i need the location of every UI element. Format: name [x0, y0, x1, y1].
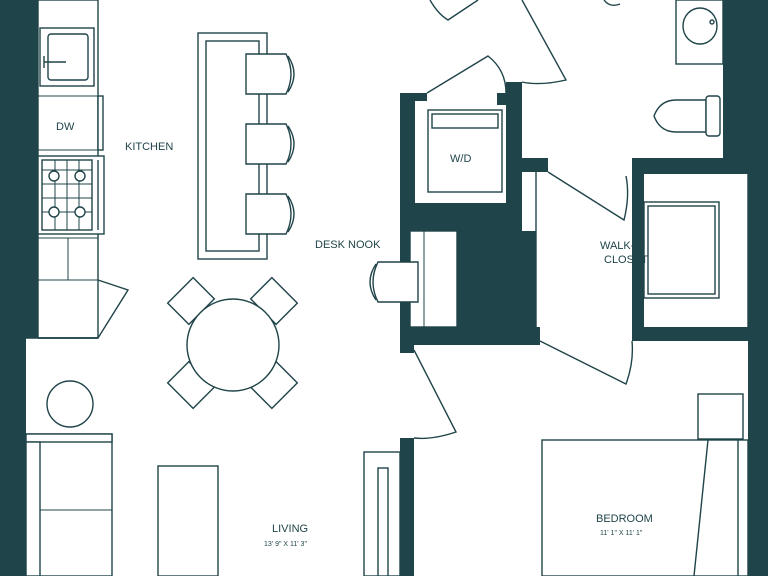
- burner-icon: [74, 206, 86, 218]
- walk-in-closet-label-line2: CLOSET: [604, 254, 648, 266]
- sofa-arm: [25, 441, 41, 576]
- living-door-swing: [413, 349, 457, 440]
- wall-desk-bottom-stub: [400, 327, 414, 353]
- wall-desk-right: [457, 231, 536, 331]
- toilet-tank: [705, 95, 721, 137]
- bar-stools: [245, 53, 295, 235]
- closet-shelf-inner: [647, 205, 716, 295]
- washer-dryer: W/D: [427, 109, 503, 193]
- kitchen-sink: [39, 27, 95, 87]
- bedroom: BEDROOM 11' 1" X 11' 1": [541, 393, 749, 576]
- toilet: [653, 99, 707, 133]
- vanity-sink: [682, 7, 718, 45]
- desk: [369, 230, 458, 328]
- wall-right-exterior: [748, 0, 768, 576]
- wall-left-bottom-stub: [22, 338, 26, 576]
- faucet-icon: [43, 56, 66, 68]
- wall-wd-top-stub: [400, 93, 427, 101]
- sink-drain-icon: [709, 19, 715, 25]
- door-swing-top-left: [429, 0, 479, 21]
- sofa-back: [25, 433, 113, 443]
- counter-corner-angle: [97, 279, 130, 339]
- desk-chair-back: [369, 263, 377, 301]
- wall-wd-bottom: [400, 203, 522, 231]
- desk-nook-label: DESK NOOK: [315, 239, 381, 251]
- bedroom-label: BEDROOM: [596, 513, 653, 525]
- stool: [245, 193, 292, 235]
- wall-living-bedroom: [400, 438, 414, 576]
- wall-wd-right: [506, 82, 522, 203]
- bedroom-dimensions: 11' 1" X 11' 1": [600, 530, 643, 537]
- burner-icon: [48, 206, 60, 218]
- wall-closet-mid: [632, 172, 644, 332]
- stool-back: [287, 195, 295, 233]
- wall-kitchen-upper: [22, 0, 38, 338]
- door-swing-top-right: [603, 0, 621, 7]
- wall-wd-top-stub-right: [497, 93, 522, 105]
- wall-closet-bottom-right: [632, 327, 748, 341]
- wall-bath-bottom: [632, 158, 748, 174]
- desk-chair: [372, 261, 419, 303]
- door-swing-bath: [521, 0, 568, 85]
- bed-fold: [693, 439, 709, 576]
- stove-grate-icon: [42, 160, 92, 230]
- dishwasher-label: DW: [56, 121, 75, 133]
- wd-lid: [431, 113, 499, 129]
- nightstand: [697, 393, 744, 440]
- door-swings: [426, 0, 621, 94]
- stool: [245, 53, 292, 95]
- closet-door-swing-bottom: [539, 340, 634, 385]
- closet-door-swing: [547, 171, 629, 222]
- stool: [245, 123, 292, 165]
- sink-basin: [47, 33, 89, 81]
- living-room: LIVING 13' 9" X 11' 3": [25, 337, 457, 576]
- dw-door: [97, 95, 104, 151]
- stool-back: [287, 55, 295, 93]
- wall-left-exterior: [0, 0, 22, 576]
- wall-wd-left: [400, 93, 415, 203]
- coffee-table: [157, 465, 219, 576]
- kitchen-label: KITCHEN: [125, 141, 173, 153]
- tv: [377, 467, 389, 576]
- wall-desk-bottom: [400, 327, 540, 345]
- bathroom: [653, 0, 724, 137]
- door-swing-laundry: [426, 55, 507, 94]
- walk-in-closet-label-line1: WALK-IN: [600, 240, 645, 252]
- stove: [37, 155, 105, 235]
- living-dimensions: 13' 9" X 11' 3": [264, 541, 307, 548]
- walk-in-closet: WALK-IN CLOSET: [535, 171, 749, 385]
- dining-table: [186, 298, 280, 392]
- dining-set: [166, 276, 299, 410]
- side-table: [46, 380, 94, 428]
- stool-back: [287, 125, 295, 163]
- burner-icon: [74, 170, 86, 182]
- washer-dryer-label: W/D: [450, 153, 471, 165]
- wall-bath-right: [723, 0, 748, 158]
- living-label: LIVING: [272, 523, 308, 535]
- wall-closet-top: [522, 158, 548, 172]
- burner-icon: [48, 170, 60, 182]
- bed: [541, 439, 749, 576]
